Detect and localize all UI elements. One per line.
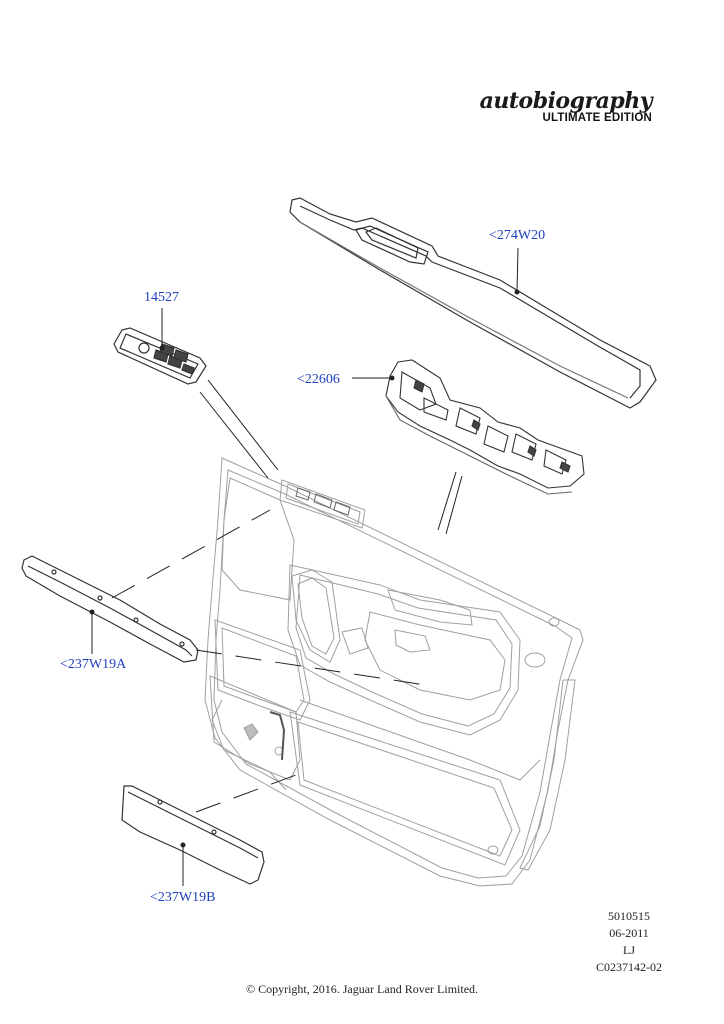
callout-237w19b: <237W19B — [150, 890, 216, 905]
callout-237w19a: <237W19A — [60, 657, 127, 672]
autobiography-badge: autobiography ULTIMATE EDITION — [479, 88, 653, 124]
callout-274w20: <274W20 — [489, 228, 546, 243]
ref-initials: LJ — [623, 943, 635, 957]
ref-date: 06-2011 — [609, 926, 649, 940]
lower-trim-strip-b — [121, 785, 265, 885]
lower-trim-strip-a — [21, 555, 199, 663]
brand-script: autobiography — [479, 88, 653, 114]
door-trim-panel — [204, 457, 584, 887]
callout-22606: <22606 — [297, 372, 340, 387]
upper-door-capping — [289, 197, 657, 409]
callout-14527: 14527 — [144, 290, 179, 305]
leader-lines — [89, 247, 520, 886]
ref-number: 5010515 — [608, 909, 650, 923]
copyright-notice: © Copyright, 2016. Jaguar Land Rover Lim… — [245, 982, 479, 996]
window-switch-pack — [113, 327, 207, 385]
dashed-explode-lines — [111, 509, 433, 813]
armrest-carrier-bracket — [385, 359, 585, 495]
ref-code: C0237142-02 — [596, 960, 662, 974]
drawing-reference-block: 5010515 06-2011 LJ C0237142-02 — [596, 908, 662, 976]
brand-edition: ULTIMATE EDITION — [542, 112, 652, 124]
